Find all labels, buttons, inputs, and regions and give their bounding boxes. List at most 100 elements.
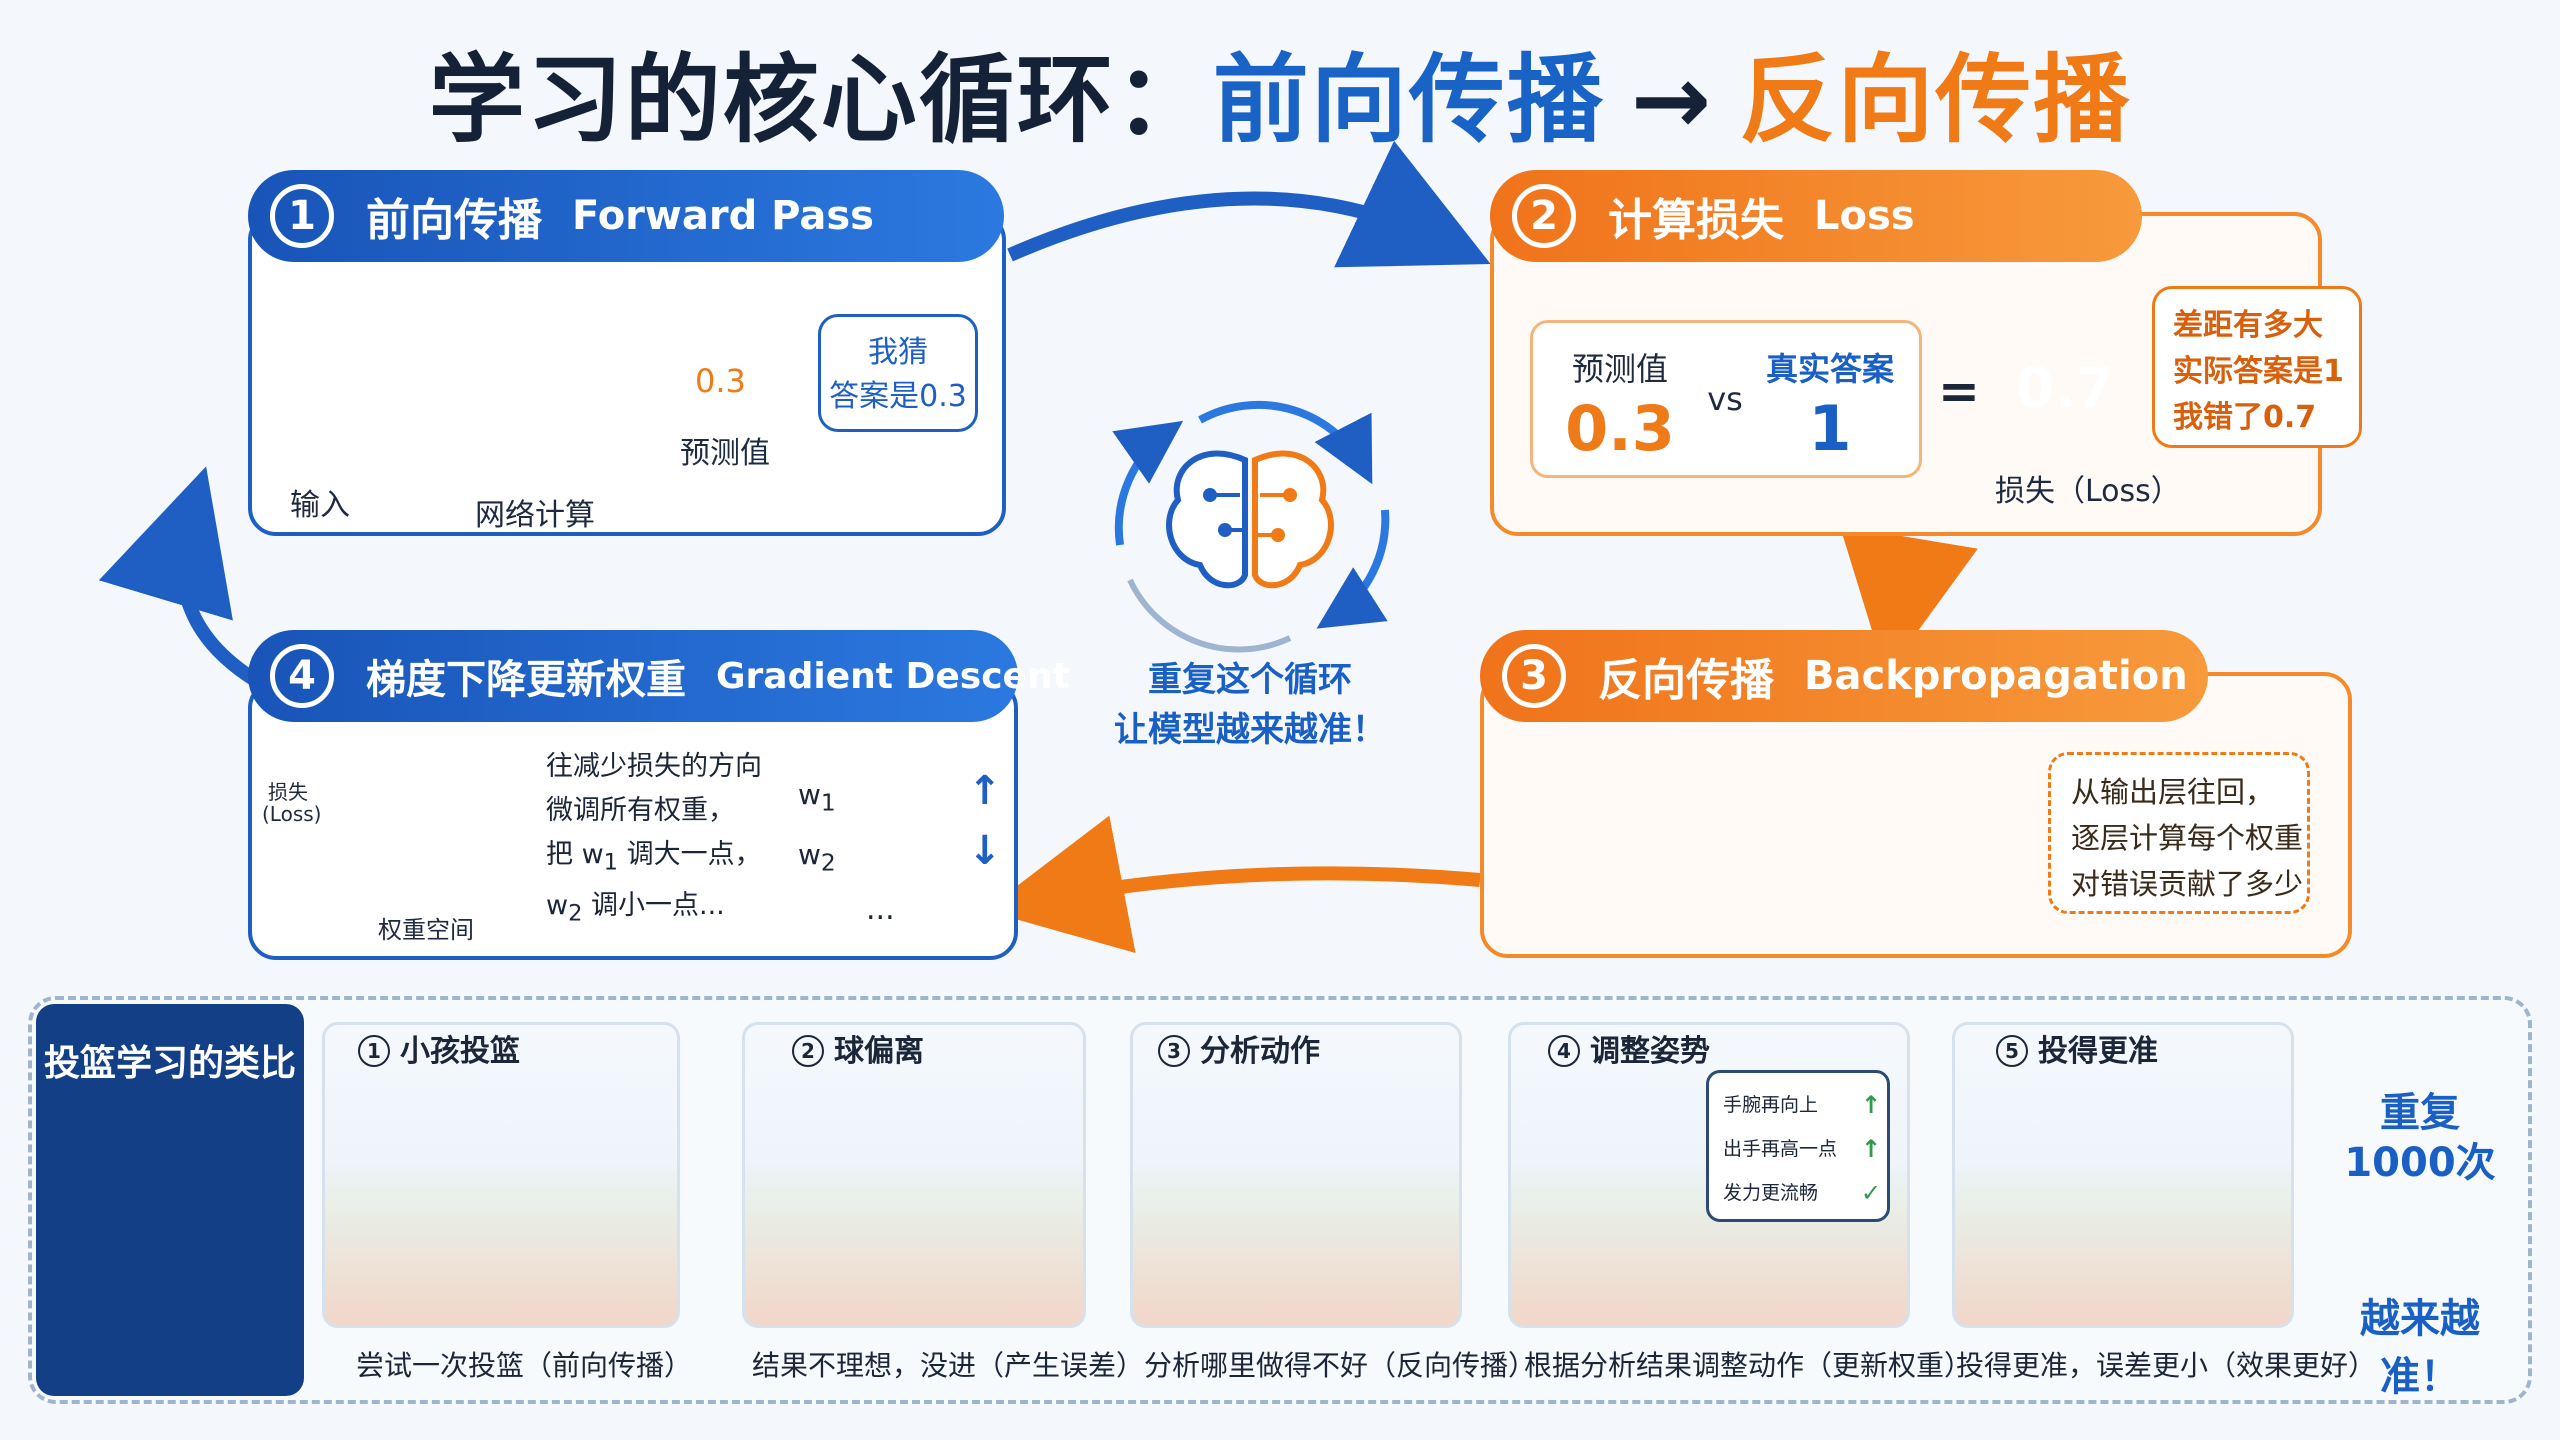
center-line-1: 重复这个循环 [1148, 660, 1352, 700]
card-1-title-text: 小孩投篮 [400, 1034, 520, 1069]
card-2-caption: 结果不理想，没进（产生误差） [752, 1349, 1145, 1382]
guess-bubble: 我猜 答案是0.3 [818, 314, 978, 432]
y-axis-label-2: (Loss) [262, 802, 322, 826]
arrow-forward-to-loss [1007, 140, 1491, 268]
pred-label: 预测值 [1571, 350, 1668, 388]
title-backward: 反向传播 [1739, 44, 2132, 156]
guess-line-2: 答案是0.3 [829, 379, 967, 414]
loss-note: 差距有多大 实际答案是1 我错了0.7 [2152, 286, 2362, 448]
tip-1: 手腕再向上 ↑ [1723, 1083, 1887, 1127]
gradient-line-4: w2 调小一点... [546, 884, 762, 935]
card-5-title: 5 投得更准 [1996, 1026, 2158, 1070]
arrow-gradient-to-forward [98, 466, 259, 686]
title-prefix: 学习的核心循环： [428, 44, 1213, 156]
loss-value: 0.7 [2015, 356, 2115, 421]
w1-label-sub: 1 [820, 788, 836, 817]
network-label: 网络计算 [475, 498, 595, 533]
tip-2: 出手再高一点 ↑ [1723, 1127, 1887, 1171]
prediction-label: 预测值 [680, 436, 770, 471]
guess-line-1: 我猜 [868, 335, 928, 370]
loss-note-line-2: 实际答案是1 [2173, 354, 2344, 389]
page-title: 学习的核心循环：前向传播→反向传播 [0, 22, 2560, 161]
gradient-line-4-a: w [546, 890, 569, 922]
pred-value: 0.3 [1565, 392, 1675, 465]
repeat-line-2: 1000次 [2344, 1140, 2496, 1186]
card-3-number: 3 [1158, 1035, 1190, 1067]
card-2-number: 2 [792, 1035, 824, 1067]
w2-label: w2 [798, 838, 836, 877]
tip-3-check-icon: ✓ [1861, 1179, 1882, 1207]
step4-title: 梯度下降更新权重 [366, 657, 686, 703]
step4-tab: 4 梯度下降更新权重 Gradient Descent [248, 630, 1070, 722]
tip-3-text: 发力更流畅 [1723, 1182, 1819, 1204]
tip-1-up-arrow-icon: ↑ [1861, 1091, 1882, 1119]
step1-number: 1 [270, 184, 334, 248]
card-3-title-text: 分析动作 [1200, 1034, 1320, 1069]
posture-tips: 手腕再向上 ↑ 出手再高一点 ↑ 发力更流畅 ✓ [1706, 1070, 1890, 1222]
equals-sign: = [1938, 362, 1980, 420]
w2-down-arrow-icon: ↓ [968, 828, 1002, 874]
backprop-note-line-1: 从输出层往回， [2071, 775, 2275, 809]
card-1-caption: 尝试一次投篮（前向传播） [356, 1349, 693, 1382]
vs-label: vs [1707, 380, 1743, 418]
gradient-explanation: 往减少损失的方向 微调所有权重， 把 w1 调大一点， w2 调小一点... [546, 745, 762, 936]
analogy-card-3 [1130, 1022, 1462, 1328]
gradient-line-3-sub: 1 [603, 849, 618, 876]
card-5-number: 5 [1996, 1035, 2028, 1067]
repeat-line-1: 重复 [2380, 1090, 2460, 1136]
title-arrow: → [1630, 44, 1714, 156]
card-5-title-text: 投得更准 [2038, 1034, 2158, 1069]
truth-label: 真实答案 [1765, 350, 1894, 388]
step1-title-en: Forward Pass [572, 193, 874, 239]
arrow-backprop-to-gradient [984, 815, 1481, 954]
card-5-caption: 投得更准，误差更小（效果更好） [1956, 1349, 2377, 1382]
card-4-number: 4 [1548, 1035, 1580, 1067]
card-4-title-text: 调整姿势 [1590, 1034, 1710, 1069]
card-1-number: 1 [358, 1035, 390, 1067]
analogy-card-1 [322, 1022, 680, 1328]
step3-tab: 3 反向传播 Backpropagation [1480, 630, 2208, 722]
step1-tab: 1 前向传播 Forward Pass [248, 170, 1004, 262]
tip-1-text: 手腕再向上 [1723, 1094, 1819, 1116]
output-value: 0.3 [695, 362, 746, 400]
step3-title: 反向传播 [1598, 655, 1774, 706]
w1-label: w1 [798, 778, 836, 817]
backprop-note-line-3: 对错误贡献了多少 [2071, 867, 2304, 901]
repeat-line-3: 越来越准！ [2360, 1296, 2480, 1400]
gradient-line-2: 微调所有权重， [546, 795, 735, 826]
card-3-title: 3 分析动作 [1158, 1026, 1320, 1070]
tip-2-text: 出手再高一点 [1723, 1138, 1838, 1160]
backprop-note: 从输出层往回， 逐层计算每个权重 对错误贡献了多少 [2048, 752, 2310, 914]
gradient-line-1: 往减少损失的方向 [546, 751, 762, 782]
step4-number: 4 [270, 644, 334, 708]
card-4-caption: 根据分析结果调整动作（更新权重） [1524, 1349, 1973, 1382]
card-3-caption: 分析哪里做得不好（反向传播） [1144, 1349, 1537, 1382]
tip-3: 发力更流畅 ✓ [1723, 1171, 1887, 1215]
analogy-card-2 [742, 1022, 1086, 1328]
step3-title-en: Backpropagation [1804, 653, 2188, 699]
w1-up-arrow-icon: ↑ [968, 768, 1002, 814]
gradient-line-3: 把 w1 调大一点， [546, 833, 762, 884]
arrow-loss-to-backprop [1839, 525, 1978, 676]
truth-value: 1 [1808, 392, 1852, 465]
comparison-box [1530, 320, 1922, 478]
card-1-title: 1 小孩投篮 [358, 1026, 520, 1070]
gradient-line-4-sub: 2 [568, 900, 583, 927]
analogy-card-5 [1952, 1022, 2294, 1328]
tip-2-up-arrow-icon: ↑ [1861, 1135, 1882, 1163]
title-forward: 前向传播 [1212, 44, 1605, 156]
more-weights: ... [866, 892, 895, 927]
step2-tab: 2 计算损失 Loss [1490, 170, 2142, 262]
step4-title-en: Gradient Descent [716, 655, 1070, 697]
w1-label-letter: w [798, 778, 821, 811]
y-axis-label-1: 损失 [268, 780, 308, 804]
loss-note-line-1: 差距有多大 [2173, 308, 2323, 343]
loss-label: 损失（Loss） [1995, 474, 2181, 509]
backprop-note-line-2: 逐层计算每个权重 [2071, 821, 2304, 855]
gradient-line-4-b: 调小一点... [582, 890, 725, 922]
loss-note-line-3: 我错了0.7 [2173, 400, 2317, 435]
step2-title: 计算损失 [1608, 195, 1784, 246]
step1-title: 前向传播 [366, 195, 542, 246]
input-label: 输入 [290, 488, 350, 523]
